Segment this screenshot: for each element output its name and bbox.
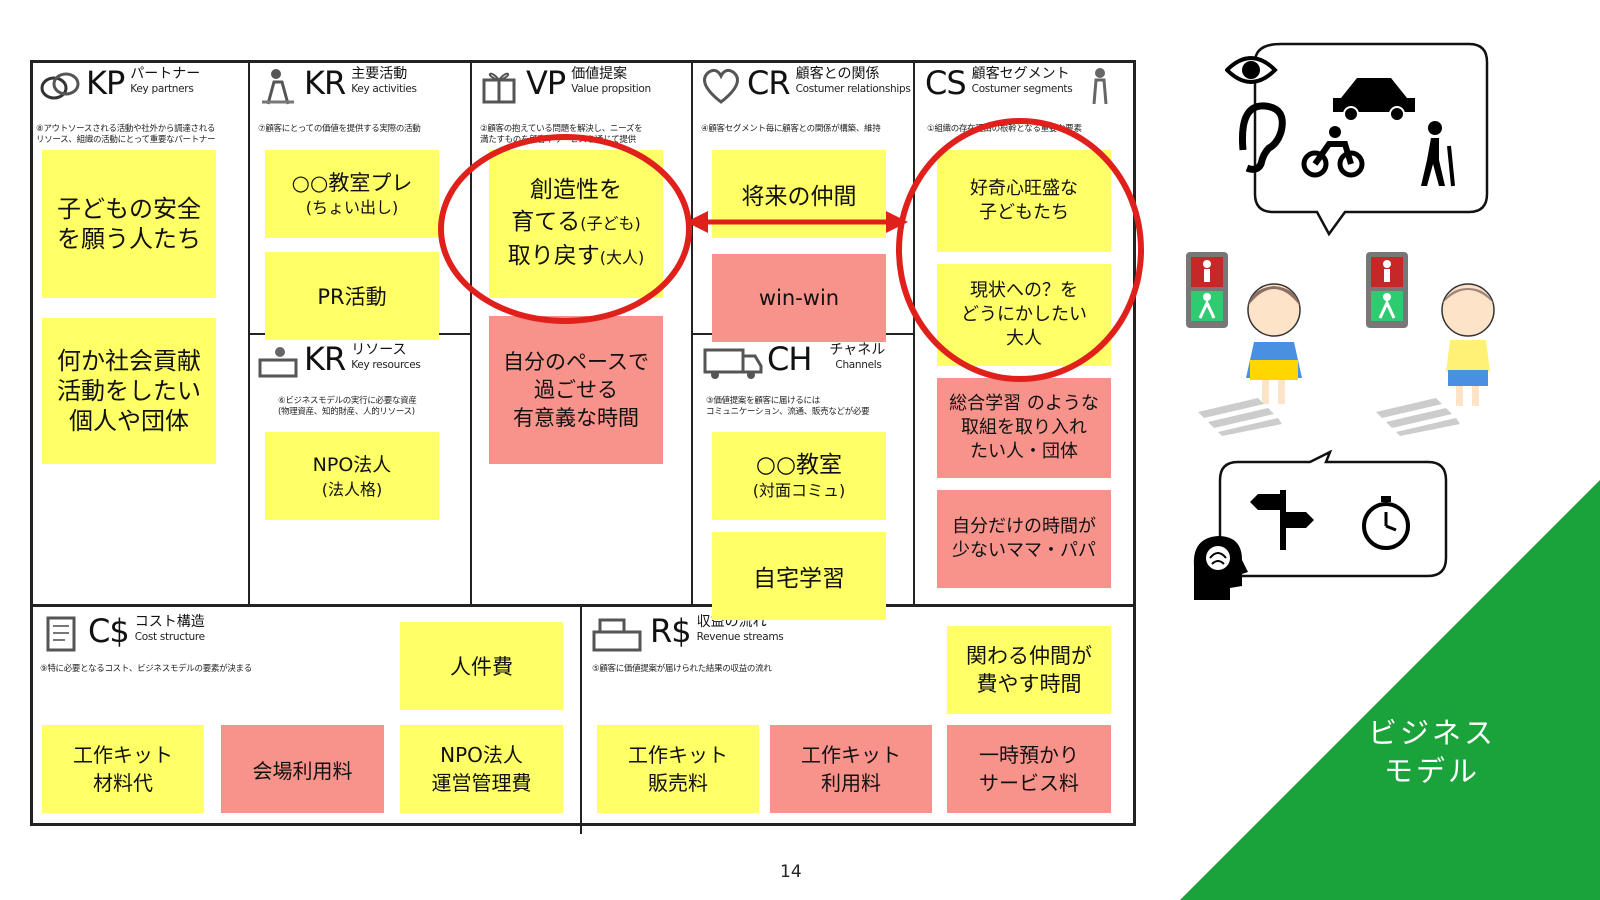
sticky-note-vp-2: 自分のペースで 過ごせる 有意義な時間 [489, 316, 663, 464]
section-abbr: R$ [650, 612, 692, 650]
section-abbr: C$ [88, 612, 130, 650]
section-en-name: Key activities [351, 83, 417, 95]
section-desc-ch: ③価値提案を顧客に届けるには コミュニケーション、流通、販売などが必要 [706, 396, 870, 417]
sticky-note-cs-3: 総合学習 のような 取組を取り入れ たい人・団体 [937, 378, 1111, 478]
section-desc-cost: ⑨特に必要となるコスト、ビジネスモデルの要素が決まる [40, 664, 252, 674]
section-jp-name: チャネル [829, 342, 886, 358]
handshake-icon [40, 72, 80, 100]
sticky-note-cr-2: win-win [712, 254, 886, 342]
traffic-light-icon [1366, 252, 1408, 328]
sticky-note-cost-1: 人件費 [400, 622, 563, 710]
sticky-note-cost-4: NPO法人 運営管理費 [400, 725, 563, 813]
section-desc-rev: ⑤顧客に価値提案が届けられた結果の収益の流れ [592, 664, 772, 674]
child-boy-icon [1441, 283, 1495, 406]
note-sub-text: (法人格) [321, 480, 383, 499]
sticky-note-rev-2: 工作キット 販売料 [597, 725, 759, 813]
ear-icon [1238, 102, 1286, 173]
section-abbr: KR [304, 64, 346, 102]
page-number: 14 [780, 862, 802, 882]
sticky-note-kres-1: NPO法人 (法人格) [265, 432, 439, 520]
sticky-note-kp-1: 子どもの安全 を願う人たち [42, 150, 216, 298]
section-abbr: CR [747, 64, 791, 102]
section-jp-name: リソース [351, 342, 407, 358]
section-abbr: KP [86, 64, 125, 102]
section-abbr: CS [925, 64, 967, 102]
sticky-note-rev-3: 工作キット 利用料 [770, 725, 932, 813]
sticky-note-ch-2: 自宅学習 [712, 532, 886, 620]
section-desc-kr: ⑦顧客にとっての価値を提供する実際の活動 [258, 124, 421, 134]
highlight-ring-vp [438, 134, 692, 324]
section-en-name: Key resources [351, 359, 421, 371]
crosswalk-icon [1198, 398, 1460, 436]
worker-icon [262, 69, 294, 105]
section-desc-cr: ④顧客セグメント毎に顧客との関係が構築、維持 [701, 124, 881, 134]
section-abbr: KR [304, 340, 346, 378]
section-en-name: Revenue streams [696, 631, 784, 643]
section-en-name: Key partners [130, 83, 194, 95]
gift-box-icon [482, 72, 516, 104]
car-icon [1333, 78, 1415, 122]
note-sub-text: (ちょい出し) [305, 198, 399, 217]
section-en-name: Costumer relationships [795, 83, 911, 95]
traffic-light-icon [1186, 252, 1228, 328]
person-standing-icon [1092, 68, 1108, 105]
sticky-note-kr-1: ○○教室プレ (ちょい出し) [265, 150, 439, 238]
thought-bubble-senses [1225, 42, 1489, 237]
motorcycle-icon [1301, 126, 1365, 178]
crosswalk-scene [1186, 252, 1495, 436]
section-jp-name: 顧客との関係 [795, 66, 880, 82]
receipt-icon [46, 616, 76, 652]
section-abbr: VP [526, 64, 566, 102]
sticky-note-rev-4: 一時預かり サービス料 [947, 725, 1111, 813]
signpost-icon [1250, 490, 1314, 550]
section-en-name: Costumer segments [971, 83, 1073, 95]
slide-title: ビジネス モデル [1367, 716, 1496, 788]
section-desc-kp: ⑧アウトソースされる活動や社外から調達される リソース、組織の活動にとって重要な… [36, 124, 216, 145]
heart-icon [703, 68, 739, 104]
eye-icon [1225, 56, 1278, 84]
section-en-name: Value propsition [571, 83, 651, 95]
sticky-note-kp-2: 何か社会貢献 活動をしたい 個人や団体 [42, 318, 216, 464]
sticky-note-rev-1: 関わる仲間が 費やす時間 [947, 626, 1111, 714]
section-en-name: Channels [835, 359, 882, 371]
cash-register-icon [592, 618, 642, 652]
section-abbr: CH [767, 340, 812, 378]
machine-icon [258, 347, 298, 378]
section-desc-key-resources: ⑥ビジネスモデルの実行に必要な資産 (物理資産、知的財産、人的リソース) [278, 396, 417, 417]
section-jp-name: パートナー [130, 66, 201, 82]
section-en-name: Cost structure [134, 631, 205, 643]
child-girl-icon [1246, 283, 1302, 404]
sticky-note-cs-4: 自分だけの時間が 少ないママ・パパ [937, 490, 1111, 588]
truck-icon [703, 348, 763, 379]
section-jp-name: 顧客セグメント [971, 66, 1070, 82]
section-jp-name: 価値提案 [571, 66, 628, 82]
sticky-note-cost-3: 会場利用料 [221, 725, 384, 813]
note-main-text: ○○教室プレ [291, 171, 413, 195]
elderly-person-icon [1421, 121, 1455, 187]
sticky-note-kr-2: PR活動 [265, 252, 439, 340]
thought-bubble-decision [1193, 450, 1448, 600]
sticky-note-cost-2: 工作キット 材料代 [42, 725, 204, 813]
note-main-text: ○○教室 [755, 452, 843, 478]
stopwatch-icon [1362, 496, 1410, 550]
accent-triangle [1180, 480, 1600, 900]
double-arrow-icon [686, 211, 908, 233]
section-jp-name: コスト構造 [134, 614, 205, 630]
brain-head-icon [1193, 536, 1248, 600]
note-main-text: NPO法人 [312, 454, 392, 476]
sticky-note-ch-1: ○○教室 (対面コミュ) [712, 432, 886, 520]
note-sub-text: (対面コミュ) [752, 481, 846, 500]
highlight-ring-cs [896, 118, 1144, 382]
section-jp-name: 主要活動 [351, 66, 408, 82]
